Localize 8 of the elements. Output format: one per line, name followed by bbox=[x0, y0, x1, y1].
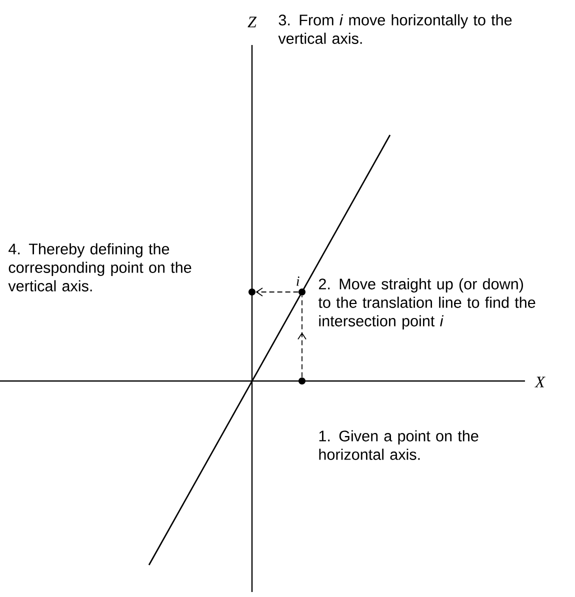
point-dot bbox=[298, 378, 306, 384]
arrow bbox=[256, 288, 299, 296]
step-note: 3. From i move horizontally to the vertical axis. bbox=[278, 14, 512, 44]
point-dot bbox=[298, 288, 306, 296]
point-dot bbox=[248, 288, 256, 296]
axis-label: X bbox=[534, 376, 546, 388]
point-label: i bbox=[296, 276, 300, 286]
axis-label: Z bbox=[248, 16, 257, 28]
